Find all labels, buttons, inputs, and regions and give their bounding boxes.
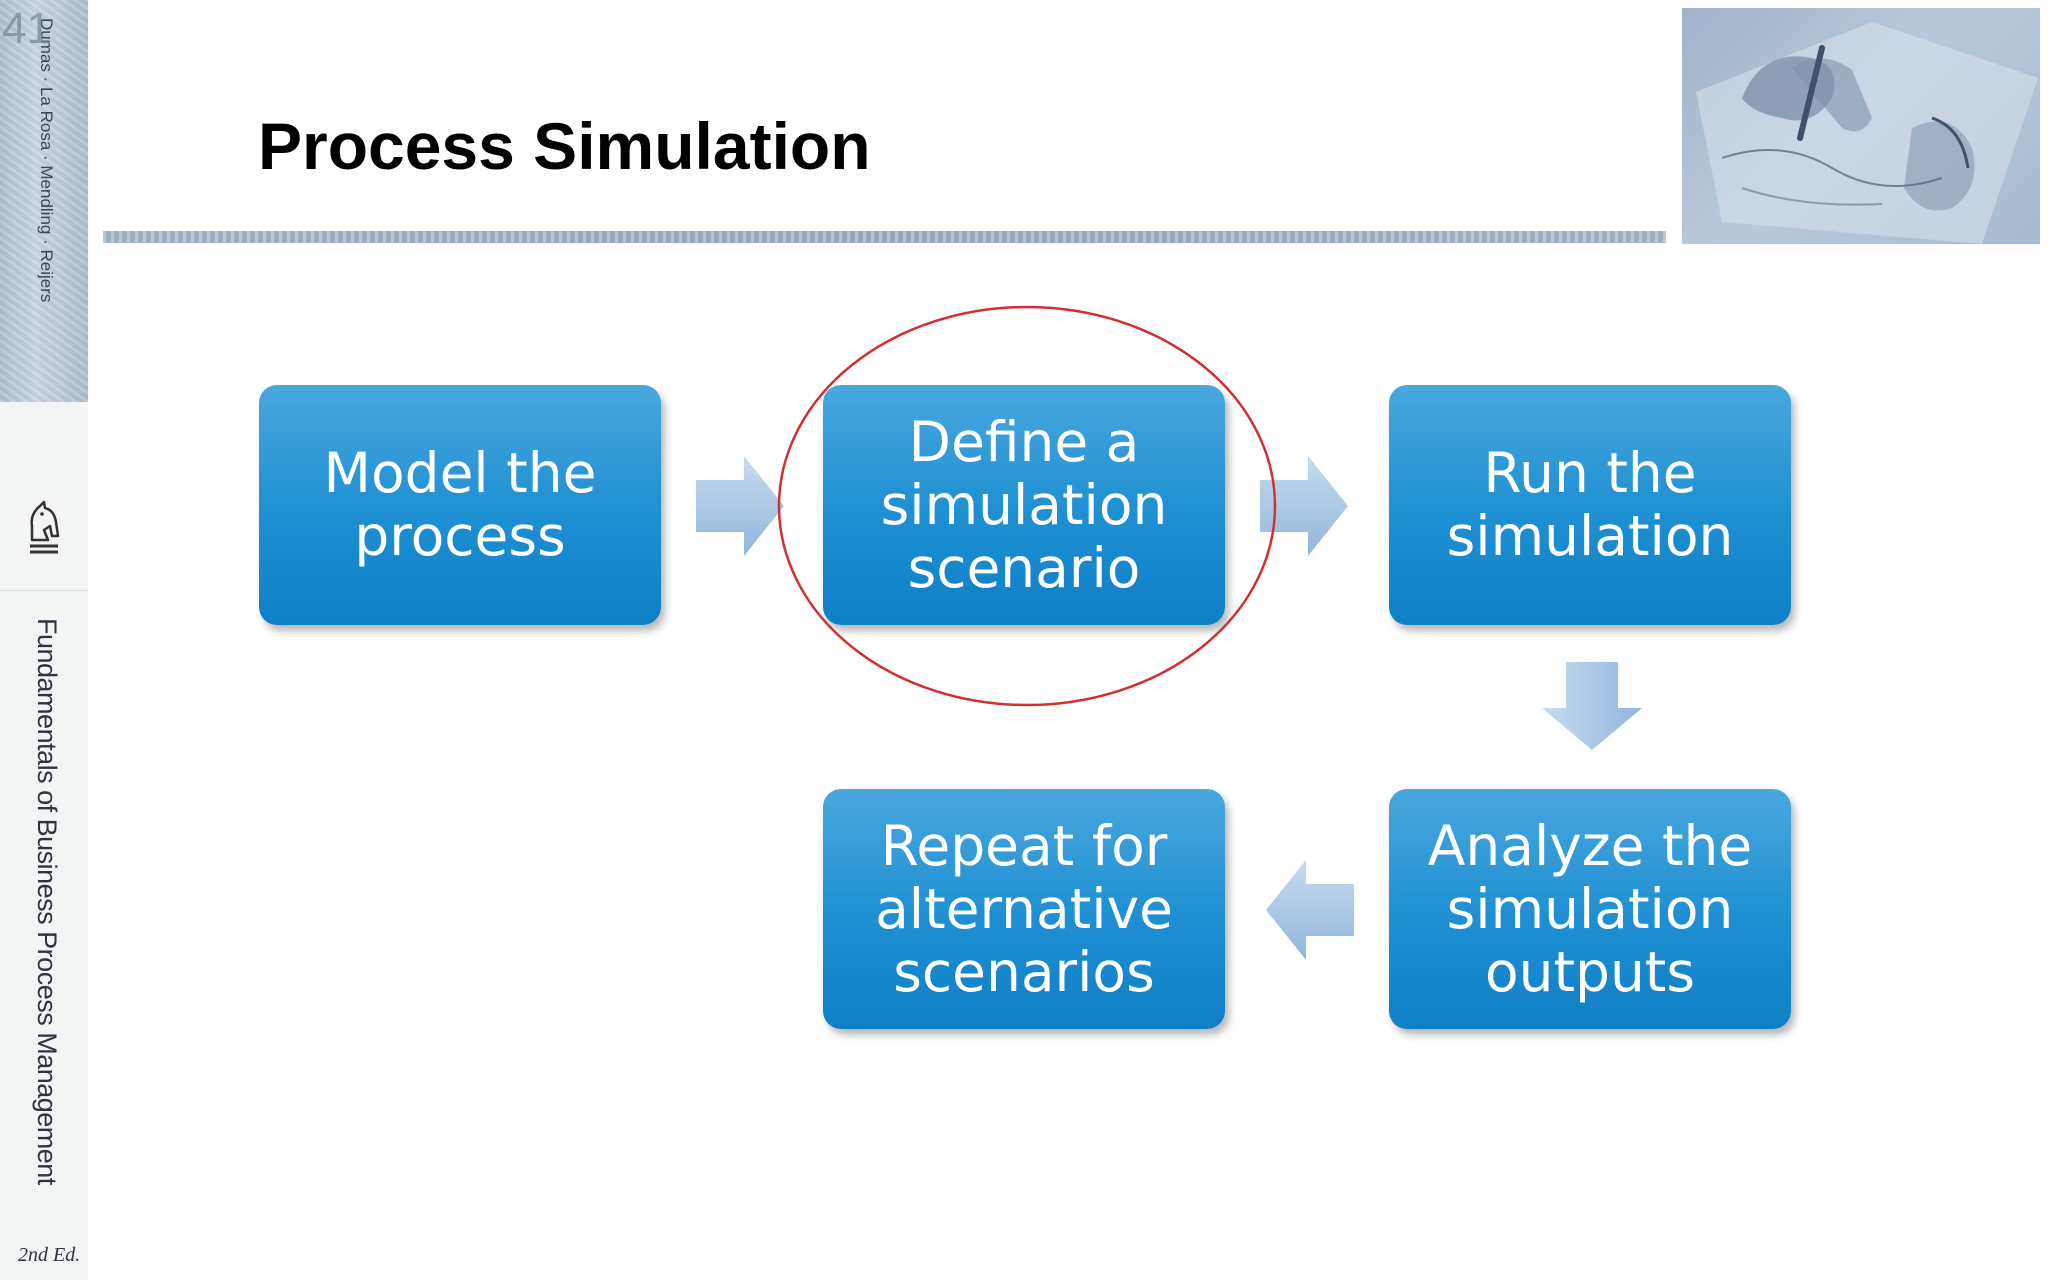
spine-edition: 2nd Ed. <box>18 1244 81 1266</box>
drawing-hands-illustration <box>1696 22 2038 244</box>
step-analyze-outputs: Analyze the simulation outputs <box>1389 789 1791 1029</box>
step-label: Repeat for alternative scenarios <box>875 813 1173 1004</box>
step-define-scenario: Define a simulation scenario <box>823 385 1225 625</box>
step-label: Model the process <box>323 441 597 568</box>
step-label: Run the simulation <box>1446 441 1734 568</box>
step-repeat-scenarios: Repeat for alternative scenarios <box>823 789 1225 1029</box>
step-label: Define a simulation scenario <box>880 409 1168 600</box>
book-spine: Dumas · La Rosa · Mendling · Reijers 41 … <box>0 0 88 1280</box>
step-run-simulation: Run the simulation <box>1389 385 1791 625</box>
step-model-process: Model the process <box>259 385 661 625</box>
knight-logo-icon <box>30 500 60 554</box>
arrow-right-icon <box>1260 456 1348 556</box>
title-underline-bar <box>103 231 1666 243</box>
arrow-right-icon <box>696 456 784 556</box>
slide-title: Process Simulation <box>258 109 871 183</box>
spine-authors: Dumas · La Rosa · Mendling · Reijers <box>37 18 56 303</box>
highlight-ellipse <box>777 305 1277 707</box>
page-number: 41 <box>2 4 51 53</box>
spine-cover-texture <box>0 0 88 402</box>
spine-divider <box>0 590 88 591</box>
step-label: Analyze the simulation outputs <box>1427 813 1753 1004</box>
spine-book-title: Fundamentals of Business Process Managem… <box>32 618 62 1185</box>
drawing-hands-image <box>1682 8 2040 244</box>
arrow-down-icon <box>1542 662 1642 750</box>
arrow-left-icon <box>1266 860 1354 960</box>
